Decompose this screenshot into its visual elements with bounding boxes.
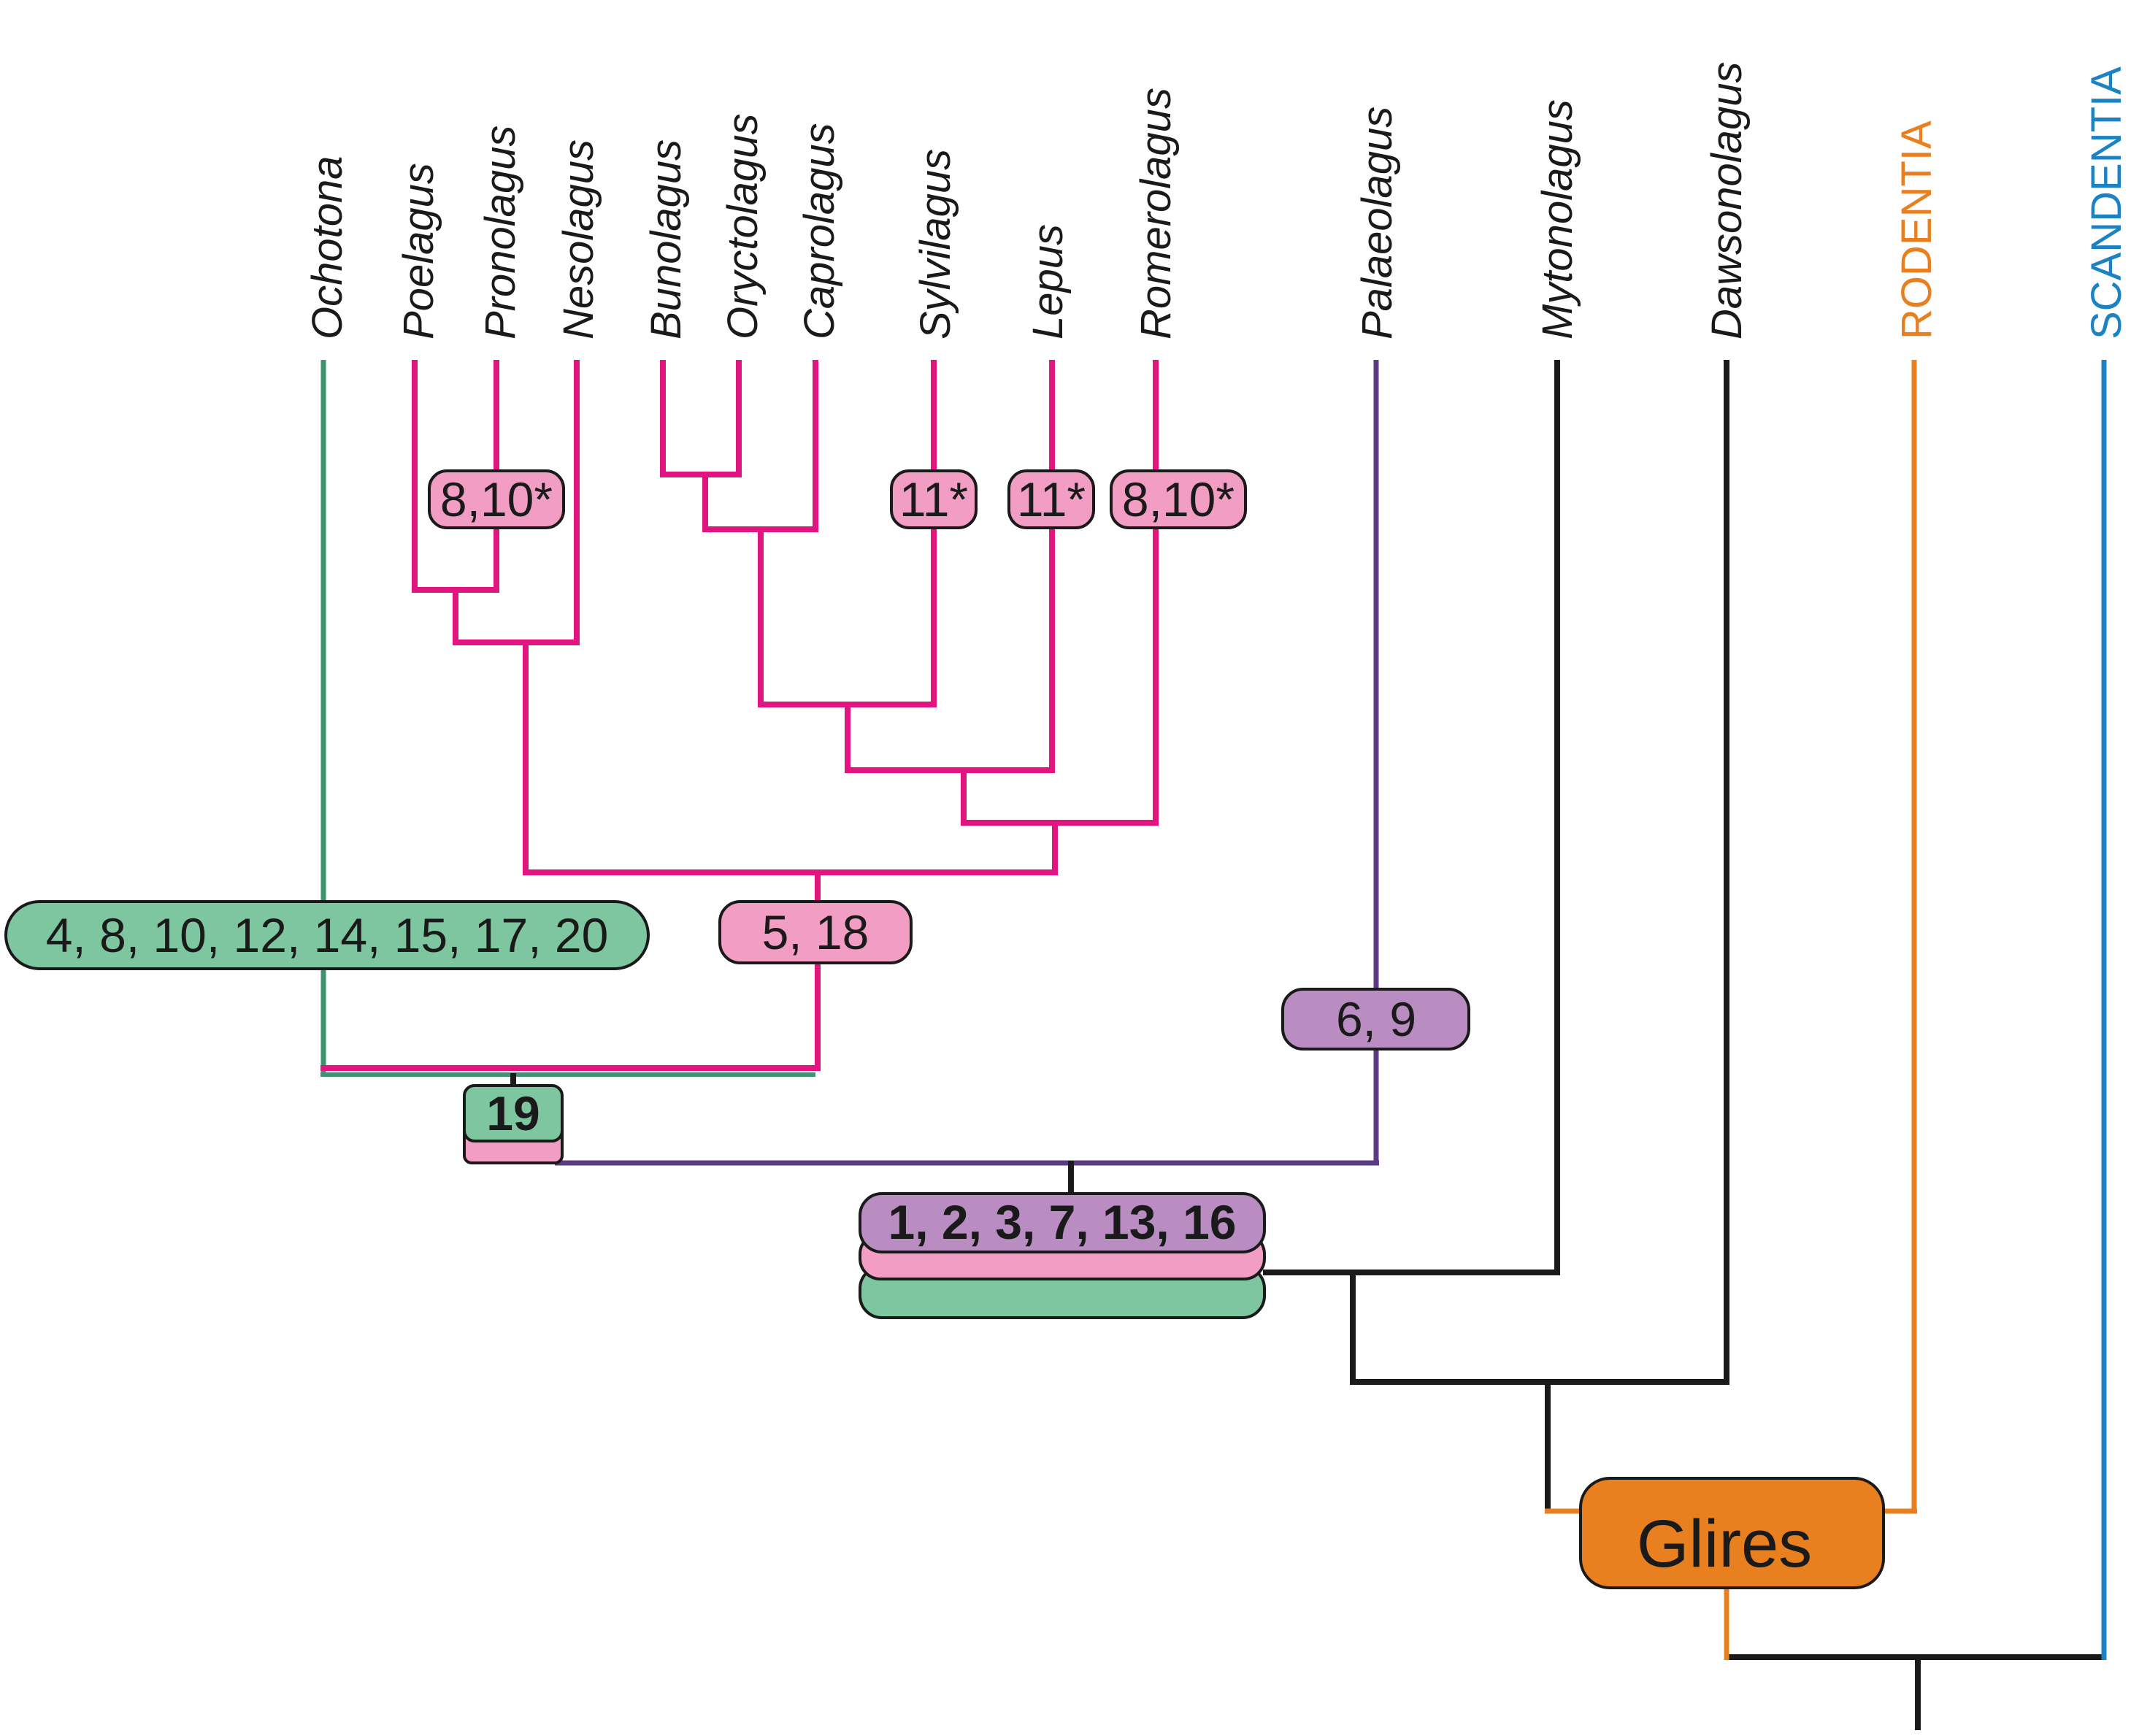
taxon-ochotona: Ochotona — [304, 155, 351, 339]
taxon-scandentia: SCANDENTIA — [2083, 66, 2130, 339]
taxon-bunolagus: Bunolagus — [642, 139, 690, 339]
taxon-caprolagus: Caprolagus — [796, 123, 843, 339]
svg-text:5, 18: 5, 18 — [762, 905, 869, 959]
svg-text:Glires: Glires — [1637, 1507, 1812, 1581]
svg-text:6, 9: 6, 9 — [1336, 992, 1416, 1046]
taxon-oryctolagus: Oryctolagus — [719, 114, 767, 339]
taxon-poelagus: Poelagus — [395, 163, 442, 339]
node-label-sylvilagus: 11* — [890, 469, 978, 529]
node-label-palaeolagus: 6, 9 — [1281, 988, 1470, 1051]
svg-text:19: 19 — [486, 1086, 540, 1140]
taxon-pronolagus: Pronolagus — [477, 126, 524, 339]
taxon-romerolagus: Romerolagus — [1132, 88, 1180, 339]
node-label-glires: Glires — [1579, 1477, 1885, 1589]
stem-branches — [510, 360, 2104, 1730]
taxon-palaeolagus: Palaeolagus — [1354, 107, 1401, 339]
svg-text:8,10*: 8,10* — [1122, 472, 1235, 526]
node-label-lagomorpha: 1, 2, 3, 7, 13, 16 — [859, 1192, 1266, 1319]
node-label-lepus: 11* — [1007, 469, 1095, 529]
taxon-sylvilagus: Sylvilagus — [912, 149, 959, 339]
svg-text:1, 2, 3, 7, 13, 16: 1, 2, 3, 7, 13, 16 — [888, 1195, 1236, 1249]
rodentia-branch — [1545, 360, 1917, 1660]
taxon-nesolagus: Nesolagus — [555, 139, 602, 339]
svg-text:11*: 11* — [1017, 472, 1086, 526]
node-label-romerolagus: 8,10* — [1110, 469, 1247, 529]
svg-text:11*: 11* — [899, 472, 968, 526]
node-label-ochotona: 4, 8, 10, 12, 14, 15, 17, 20 — [4, 900, 650, 970]
taxon-lepus: Lepus — [1024, 224, 1072, 339]
node-label-crown: 19 — [463, 1084, 564, 1164]
node-label-pronolagus: 8,10* — [428, 469, 565, 529]
svg-text:8,10*: 8,10* — [440, 472, 553, 526]
svg-text:4, 8, 10, 12, 14, 15, 17, 20: 4, 8, 10, 12, 14, 15, 17, 20 — [46, 908, 609, 962]
taxon-mytonolagus: Mytonolagus — [1534, 99, 1581, 339]
taxon-rodentia: RODENTIA — [1893, 120, 1940, 339]
taxon-dawsonolagus: Dawsonolagus — [1703, 62, 1751, 339]
leporidae-branches — [320, 360, 1159, 1071]
node-label-leporidae: 5, 18 — [718, 900, 913, 964]
